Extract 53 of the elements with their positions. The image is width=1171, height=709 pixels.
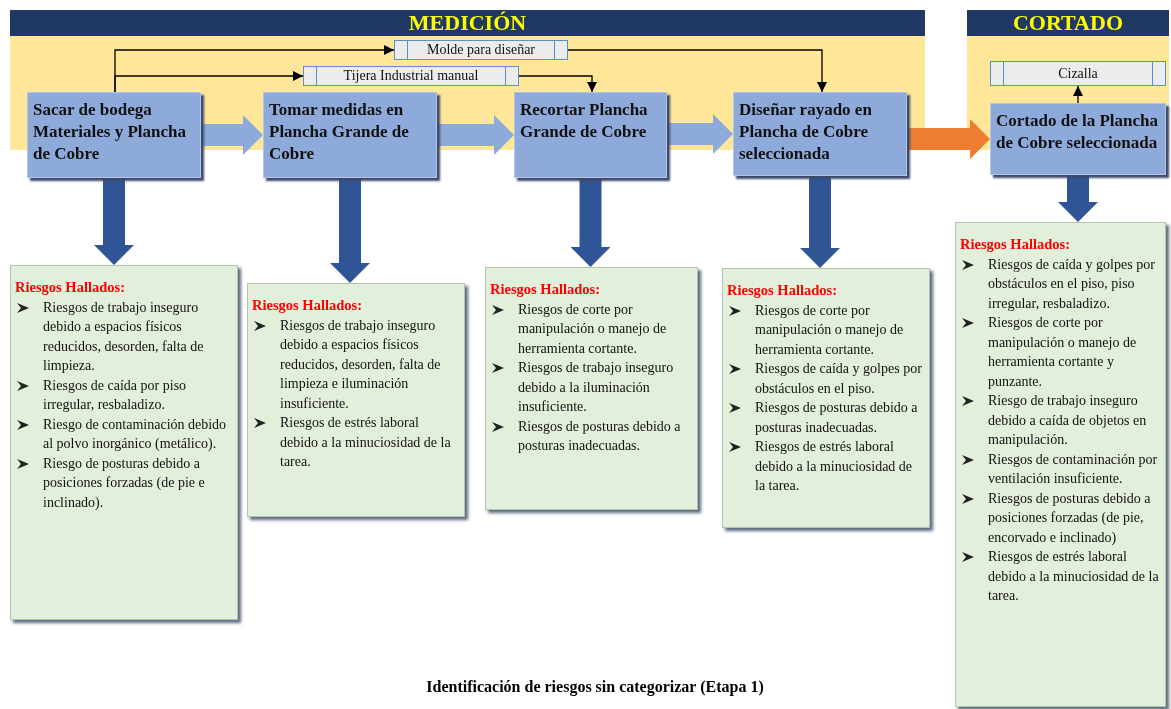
tool-box: Tijera Industrial manual [303, 66, 519, 86]
risk-card [485, 267, 698, 510]
block-arrow [94, 178, 134, 265]
process-box: Tomar medidas en Plancha Grande de Cobre [263, 92, 437, 178]
risk-card [955, 222, 1166, 707]
risk-item: Riesgos de estrés laboral debido a la minuciosidad de la tarea. [755, 438, 914, 495]
block-arrow [800, 176, 840, 268]
risk-item: Riesgos de trabajo inseguro debido a la iluminación insuficiente. [518, 359, 675, 416]
risk-item: Riesgos de estrés laboral debido a la minuciosidad de la tarea. [280, 414, 452, 471]
risk-item: Riesgo de posturas debido a posiciones forzadas (de pie e inclinado). [43, 454, 206, 512]
risk-card [10, 265, 238, 620]
block-arrow [907, 119, 990, 159]
process-box: Sacar de bodega Materiales y Plancha de Cobre [27, 92, 201, 178]
risk-card [722, 268, 930, 528]
risk-item: Riesgos de corte por manipulación o manejo de herramienta cortante. [518, 300, 668, 358]
block-arrow [667, 114, 733, 154]
risk-heading: Riesgos Hallados: [727, 281, 838, 300]
risk-heading: Riesgos Hallados: [252, 296, 363, 315]
block-arrow [330, 178, 370, 283]
risk-item: Riesgos de posturas debido a posturas inadecuadas. [755, 399, 919, 437]
risk-heading: Riesgos Hallados: [490, 280, 601, 299]
caption: Identificación de riesgos sin categorizar (Etapa 1) [425, 678, 765, 696]
risk-heading: Riesgos Hallados: [15, 278, 126, 297]
risk-item: Riesgos de contaminación por ventilación insuficiente. [988, 450, 1159, 488]
risk-item: Riesgos de corte por manipulación o manejo de herramienta cortante. [755, 301, 905, 359]
risk-item: Riesgos de posturas debido a posturas inadecuadas. [518, 417, 682, 455]
risk-item: Riesgos de caída y golpes por obstáculos en el piso, piso irregular, resbaladizo. [988, 255, 1156, 313]
block-arrow [437, 115, 514, 155]
risk-card [247, 283, 465, 517]
tool-box: Molde para diseñar [394, 40, 568, 60]
block-arrow [1058, 175, 1098, 222]
risk-item: Riesgos de trabajo inseguro debido a espacios físicos reducidos, desorden, falta de limpieza e iluminación insuficiente. [280, 316, 442, 413]
block-arrow [570, 178, 611, 267]
arrow [567, 49, 827, 93]
arrow [1073, 85, 1083, 104]
risk-item: Riesgo de contaminación debido al polvo inorgánico (metálico). [43, 415, 228, 453]
risk-item: Riesgo de trabajo inseguro debido a caída de objetos en manipulación. [988, 392, 1148, 449]
risk-item: Riesgos de caída por piso irregular, resbaladizo. [43, 376, 188, 414]
stage-title: MEDICIÓN [408, 10, 527, 36]
process-box: Cortado de la Plancha de Cobre seleccionada [990, 103, 1166, 175]
block-arrow [201, 115, 263, 155]
stage-title: CORTADO [1012, 10, 1123, 36]
tool-box: Cizalla [990, 61, 1166, 86]
risk-item: Riesgos de trabajo inseguro debido a espacios físicos reducidos, desorden, falta de limpieza. [43, 298, 205, 375]
risk-item: Riesgos de posturas debido a posiciones forzadas (de pie, encorvado e inclinado) [988, 489, 1152, 547]
process-box: Diseñar rayado en Plancha de Cobre seleccionada [733, 92, 907, 176]
risk-item: Riesgos de corte por manipulación o manejo de herramienta cortante y punzante. [988, 314, 1138, 391]
arrow [518, 75, 597, 93]
risk-item: Riesgos de caída y golpes por obstáculos en el piso. [755, 360, 923, 398]
risk-heading: Riesgos Hallados: [960, 235, 1071, 254]
process-box: Recortar Plancha Grande de Cobre [514, 92, 667, 178]
arrow [114, 71, 304, 93]
risk-item: Riesgos de estrés laboral debido a la minuciosidad de la tarea. [988, 548, 1159, 605]
